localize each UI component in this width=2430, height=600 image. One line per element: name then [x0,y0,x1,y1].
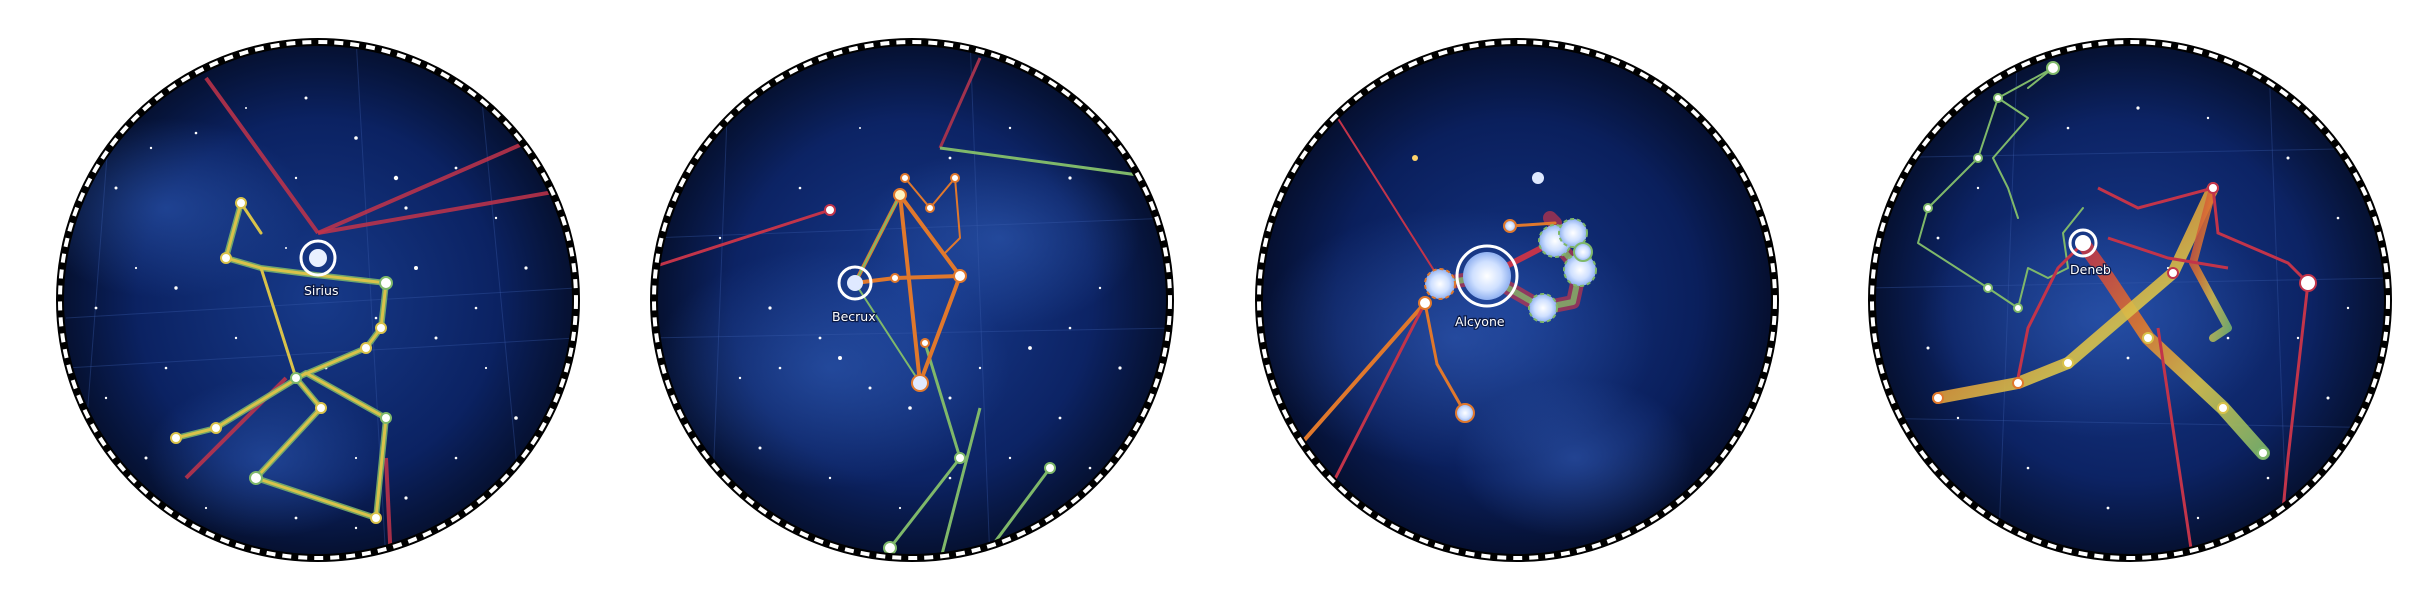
sky-canvas-sirius: Sirius [56,38,580,562]
constellation-boundary-lines [2016,186,2310,558]
sky-view-becrux[interactable]: Becrux [650,38,1174,562]
frame-dashed-ring [1257,40,1777,560]
ring-icon [837,265,873,301]
star-label: Deneb [2070,262,2111,277]
coordinate-grid [1872,42,2388,558]
frame-dashed-ring [652,40,1172,560]
star-label: Sirius [304,283,338,298]
highlighted-star[interactable]: Sirius [299,239,340,299]
highlighted-star[interactable]: Alcyone [1454,244,1519,330]
constellation-star-markers [1923,61,2317,459]
star-label: Becrux [832,309,876,324]
nebula-glow [1455,378,1695,538]
highlighted-star[interactable]: Deneb [2068,228,2112,278]
sky-view-alcyone[interactable]: Alcyone [1255,38,1779,562]
ring-icon [299,239,337,277]
frame-dashed-ring [1870,40,2390,560]
milky-way-glow [146,378,386,538]
star-label: Alcyone [1455,314,1505,329]
constellation-star-markers [824,173,1056,555]
sky-canvas-becrux: Becrux [650,38,1174,562]
pleiades-star-markers [1418,218,1597,423]
ring-icon [1455,244,1519,308]
sky-view-deneb[interactable]: Deneb [1868,38,2392,562]
sky-view-sirius[interactable]: Sirius [56,38,580,562]
milky-way-glow [860,148,1140,328]
constellation-star-markers [170,197,393,524]
ring-icon [2068,228,2098,258]
sky-canvas-deneb: Deneb [1868,38,2392,562]
background-stars [718,126,1122,510]
frame-dashed-ring [58,40,578,560]
highlighted-star[interactable]: Becrux [831,265,877,325]
sky-canvas-alcyone: Alcyone [1255,38,1779,562]
background-stars [1412,155,1544,184]
background-stars [94,96,528,530]
